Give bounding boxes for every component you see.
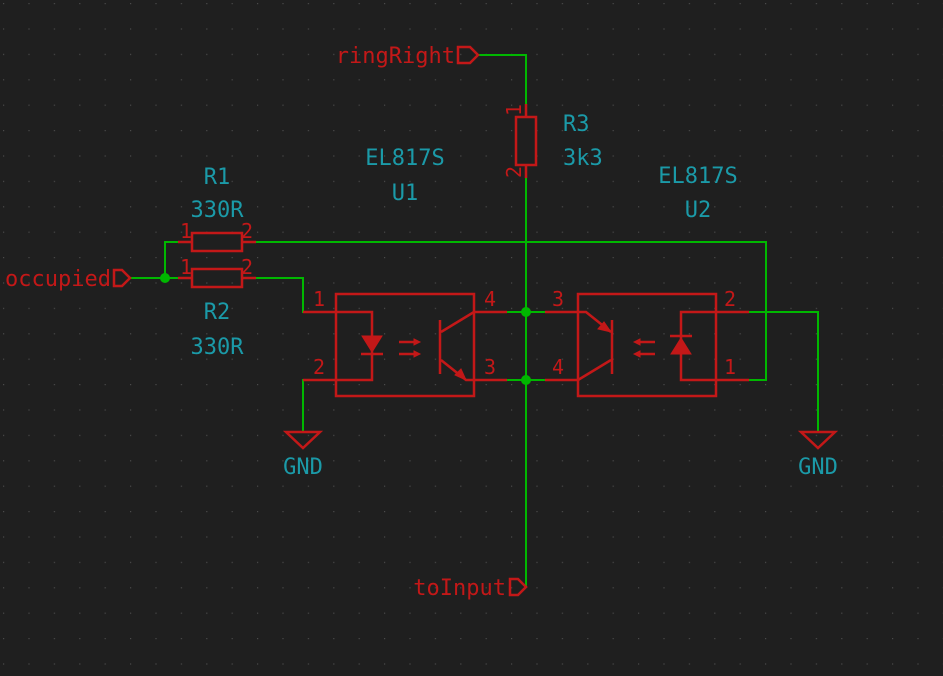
junction-pin3	[521, 375, 531, 385]
u2-pin2: 2	[724, 287, 736, 311]
gnd-symbol-right[interactable]: GND	[797, 430, 839, 480]
u1-pin-leads	[303, 310, 507, 382]
u2-transistor-arrow	[597, 321, 613, 333]
r2-body	[190, 267, 244, 289]
net-label-ringright[interactable]: ringRight	[336, 44, 480, 69]
u2-light-arrowheads	[632, 338, 641, 358]
u1-light-arrowheads	[413, 338, 422, 358]
u1-pin3: 3	[484, 355, 496, 379]
u1-value: EL817S	[365, 146, 444, 171]
u1-pin2: 2	[313, 355, 325, 379]
gnd-symbol-left[interactable]: GND	[282, 430, 324, 480]
r2-value: 330R	[191, 335, 245, 360]
u1-body	[334, 292, 476, 398]
u2-body	[576, 292, 718, 398]
r1-pin1: 1	[180, 219, 192, 243]
u2-led-triangle	[670, 337, 692, 355]
resistor-r3[interactable]: 1 2 R3 3k3	[502, 104, 603, 178]
net-label-toinput-arrow	[508, 577, 528, 597]
net-label-ringright-arrow	[456, 45, 480, 65]
u2-pin1: 1	[724, 355, 736, 379]
r3-value: 3k3	[563, 146, 603, 171]
r3-reference: R3	[563, 112, 590, 137]
u1-reference: U1	[392, 181, 419, 206]
gnd-right-label: GND	[798, 455, 838, 480]
net-label-occupied[interactable]: occupied	[5, 267, 132, 292]
u1-light-arrows	[399, 340, 414, 356]
junction-occupied	[160, 273, 170, 283]
gnd-left-label: GND	[283, 455, 323, 480]
r2-reference: R2	[204, 300, 231, 325]
u1-led-triangle	[361, 335, 383, 353]
optocoupler-u1[interactable]: EL817S U1 1 2 4 3	[303, 146, 507, 398]
wire-u2pin2-gnd[interactable]	[716, 311, 819, 432]
u2-light-arrows	[640, 340, 655, 356]
r1-pin2: 2	[241, 219, 253, 243]
r3-body	[514, 115, 538, 167]
net-label-ringright-text: ringRight	[336, 44, 455, 69]
r2-pin1: 1	[180, 255, 192, 279]
net-label-occupied-arrow	[112, 268, 132, 288]
wire-ringright-r3[interactable]	[478, 54, 527, 108]
u2-pin-leads	[545, 310, 749, 382]
u1-pin4: 4	[484, 287, 496, 311]
r3-pin1: 1	[502, 104, 526, 116]
u2-pin4: 4	[552, 355, 564, 379]
resistor-r1[interactable]: 1 2 R1 330R	[178, 165, 256, 253]
net-label-toinput-text: toInput	[413, 576, 506, 601]
r1-value: 330R	[191, 198, 245, 223]
net-label-occupied-text: occupied	[5, 267, 111, 292]
u1-pin1: 1	[313, 287, 325, 311]
r2-pin2: 2	[241, 255, 253, 279]
u1-transistor-arrow	[454, 368, 468, 382]
r3-pin2: 2	[502, 166, 526, 178]
u2-reference: U2	[685, 198, 712, 223]
gnd-right-triangle	[797, 430, 839, 450]
wires	[130, 54, 819, 587]
u2-value: EL817S	[658, 164, 737, 189]
optocoupler-u2[interactable]: EL817S U2 3 4 2 1	[545, 164, 749, 398]
net-label-toinput[interactable]: toInput	[413, 576, 528, 601]
r1-body	[190, 231, 244, 253]
gnd-left-triangle	[282, 430, 324, 450]
r1-reference: R1	[204, 165, 231, 190]
u2-pin3: 3	[552, 287, 564, 311]
junction-pin4	[521, 307, 531, 317]
resistor-r2[interactable]: 1 2 R2 330R	[178, 255, 256, 360]
